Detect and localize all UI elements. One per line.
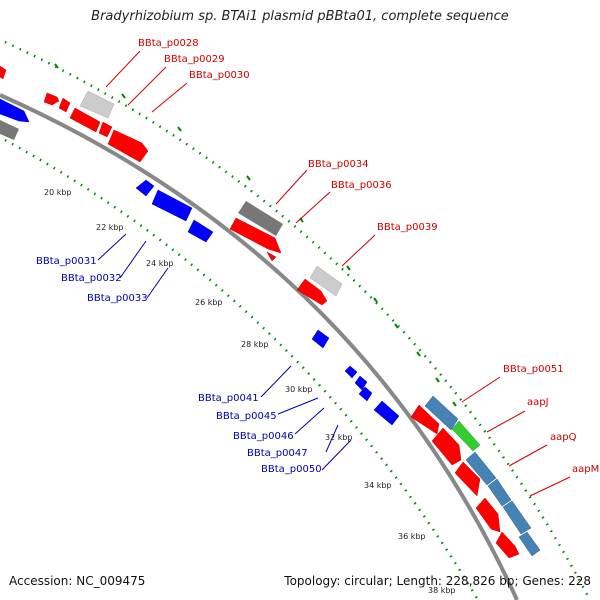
- gene-label: aapM: [572, 464, 600, 475]
- forward-gene-glyphs: [0, 65, 520, 559]
- green-gene-glyph: [451, 420, 481, 452]
- backbone-circle: [0, 93, 519, 600]
- reverse-gene-glyphs: [0, 98, 400, 426]
- topology-summary: Topology: circular; Length: 228,826 bp; …: [284, 574, 591, 588]
- accession-text: Accession: NC_009475: [9, 574, 146, 588]
- gene-label: BBta_p0031: [36, 256, 97, 267]
- scale-label: 32 kbp: [325, 433, 353, 442]
- scale-label: 26 kbp: [195, 298, 223, 307]
- scale-label: 34 kbp: [364, 481, 392, 490]
- gene-label: BBta_p0032: [61, 273, 122, 284]
- gene-label: BBta_p0041: [198, 393, 259, 404]
- scale-label: 24 kbp: [146, 259, 174, 268]
- scale-label: 36 kbp: [398, 532, 426, 541]
- reverse-leader-lines: [97, 233, 352, 471]
- gene-label: BBta_p0045: [216, 411, 277, 422]
- scale-label: 20 kbp: [44, 188, 72, 197]
- map-title: Bradyrhizobium sp. BTAi1 plasmid pBBta01…: [91, 9, 509, 24]
- outer-track-ticks: [54, 63, 457, 407]
- gene-label: aapQ: [550, 432, 577, 443]
- gene-label: BBta_p0050: [261, 464, 322, 475]
- gene-label: BBta_p0028: [138, 38, 199, 49]
- gene-label: BBta_p0039: [377, 222, 438, 233]
- outer-dotted-track: [4, 40, 592, 600]
- scale-label: 30 kbp: [285, 385, 313, 394]
- gene-label: BBta_p0034: [308, 159, 369, 170]
- gene-label: BBta_p0047: [247, 448, 308, 459]
- gene-label: BBta_p0051: [503, 364, 564, 375]
- scale-label: 28 kbp: [241, 340, 269, 349]
- gene-label: BBta_p0029: [164, 54, 225, 65]
- gene-label: aapJ: [527, 397, 549, 408]
- gene-label: BBta_p0033: [87, 293, 148, 304]
- pseudo-gene-glyphs: [0, 90, 343, 297]
- gene-label: BBta_p0046: [233, 431, 294, 442]
- scale-label: 38 kbp: [428, 586, 456, 595]
- forward-leader-lines: [105, 50, 571, 497]
- scale-label: 22 kbp: [96, 223, 124, 232]
- gene-label: BBta_p0036: [331, 180, 392, 191]
- gene-label: BBta_p0030: [189, 70, 250, 81]
- operon-glyphs: [424, 395, 541, 557]
